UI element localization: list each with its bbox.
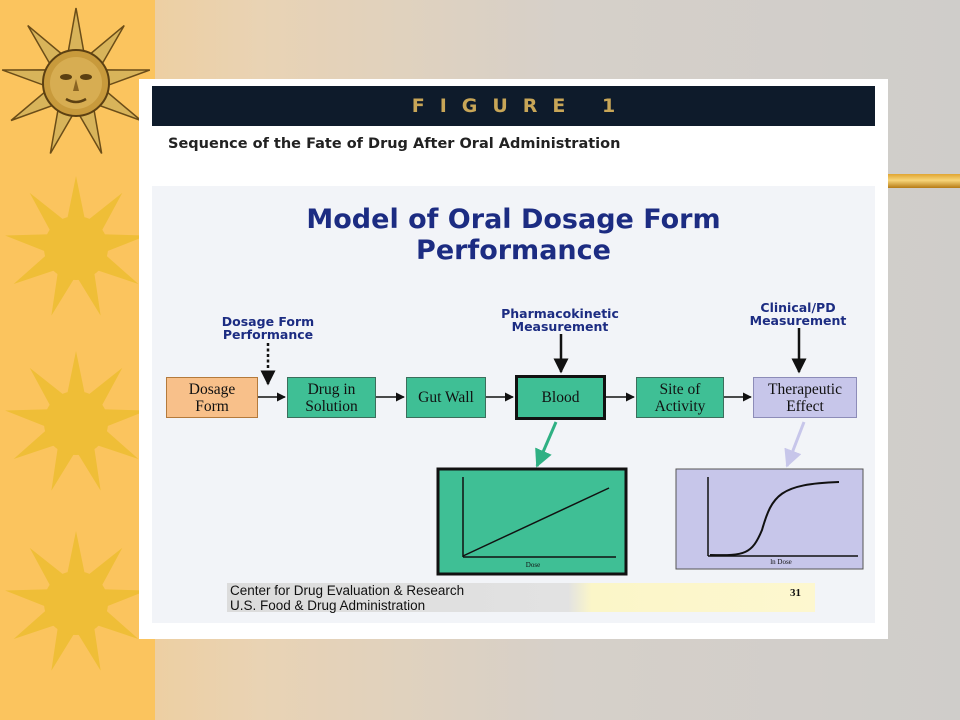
- clinical-pd-measurement-label: Clinical/PD Measurement: [749, 300, 847, 328]
- linear-dose-chart: [436, 467, 628, 576]
- sigmoid-ln-dose-chart: [675, 468, 864, 570]
- effect-to-chart-arrow: [784, 421, 806, 468]
- pharmacokinetic-measurement-label: Pharmacokinetic Measurement: [501, 306, 619, 334]
- sun-icon: [5, 351, 147, 491]
- diagram-title: Model of Oral Dosage Form Performance: [306, 204, 721, 266]
- footer-org-line1: Center for Drug Evaluation & Research: [230, 583, 465, 598]
- drug-in-solution-box: Drug in Solution: [287, 377, 376, 418]
- sun-icon: [5, 531, 147, 671]
- linear-chart-xlabel: Dose: [525, 561, 541, 569]
- site-of-activity-box: Site of Activity: [636, 377, 724, 418]
- linear-curve: [462, 487, 610, 557]
- sun-face-icon: [1, 7, 150, 154]
- gut-wall-box: Gut Wall: [406, 377, 486, 418]
- dosage-form-box: Dosage Form: [166, 377, 258, 418]
- sun-icon: [5, 176, 147, 316]
- decorative-gold-rule: [888, 174, 960, 188]
- sigmoid-chart-xlabel: ln Dose: [770, 558, 792, 566]
- page-number: 31: [790, 587, 801, 599]
- figure-header: FIGURE 1: [152, 86, 875, 126]
- figure-caption: Sequence of the Fate of Drug After Oral …: [168, 136, 621, 152]
- footer-bar: [227, 583, 815, 612]
- sigmoid-curve: [709, 481, 840, 557]
- footer-org-line2: U.S. Food & Drug Administration: [230, 598, 426, 613]
- blood-to-chart-arrow: [535, 421, 558, 468]
- blood-box: Blood: [515, 375, 606, 420]
- therapeutic-effect-box: Therapeutic Effect: [753, 377, 857, 418]
- dosage-form-performance-label: Dosage Form Performance: [221, 314, 315, 342]
